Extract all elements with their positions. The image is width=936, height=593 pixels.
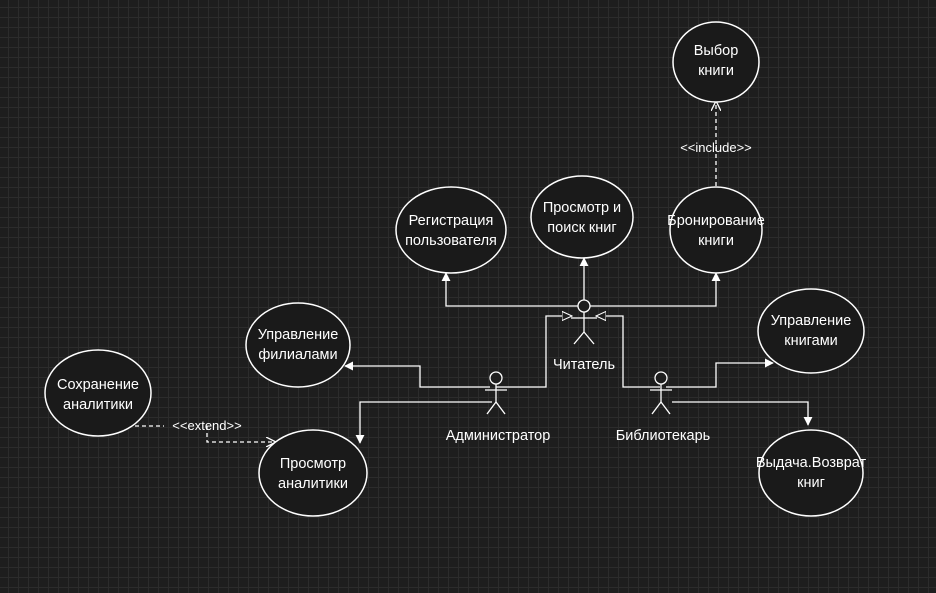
use-case-label: Управление [771,313,852,329]
use-case-label: книгами [784,333,838,349]
actor-librarian-label: Библиотекарь [616,428,710,444]
use-case-issue-return[interactable]: Выдача.Возврат книг [756,429,867,517]
use-case-label: поиск книг [547,220,616,236]
use-case-registration[interactable]: Регистрация пользователя [395,186,507,274]
use-case-label: Регистрация [409,213,494,229]
connectors [135,102,813,444]
edge-reader-registration [441,272,584,307]
generalization-librarian-reader [596,316,660,388]
use-case-label: пользователя [405,233,497,249]
use-case-manage-branches[interactable]: Управление филиалами [245,302,351,388]
use-case-label: Выдача.Возврат [756,455,867,471]
actor-head-icon [654,371,668,385]
generalization-admin-reader [496,316,572,388]
use-case-label: книги [698,233,734,249]
use-case-label: Просмотр и [543,200,621,216]
extend-label: <<extend>> [172,418,241,433]
edge-librarian-books [666,358,774,388]
edge-admin-analytics [355,401,492,444]
use-case-save-analytics[interactable]: Сохранение аналитики [44,349,152,437]
use-case-reserve[interactable]: Бронирование книги [667,186,765,274]
use-case-label: филиалами [258,347,337,363]
actor-reader-label: Читатель [553,357,615,373]
use-case-label: Бронирование [667,213,765,229]
use-case-choose-book[interactable]: Выбор книги [672,21,760,103]
use-case-label: Выбор [694,43,739,59]
use-case-label: Управление [258,327,339,343]
use-case-browse-search[interactable]: Просмотр и поиск книг [530,175,634,259]
use-case-label: книг [797,475,825,491]
use-case-manage-books[interactable]: Управление книгами [757,288,865,374]
edge-admin-branches [344,361,490,388]
include-label: <<include>> [680,140,752,155]
actor-admin[interactable] [485,371,507,415]
actor-head-icon [577,299,591,313]
use-case-label: Сохранение [57,377,139,393]
use-case-label: книги [698,63,734,79]
use-case-view-analytics[interactable]: Просмотр аналитики [258,429,368,517]
actor-head-icon [489,371,503,385]
use-case-label: аналитики [63,397,133,413]
use-case-label: Просмотр [280,456,346,472]
actor-librarian[interactable] [650,371,672,415]
use-case-label: аналитики [278,476,348,492]
actor-reader[interactable] [571,299,597,345]
edge-reader-reserve [584,272,721,307]
edge-librarian-issue [672,401,813,426]
actor-admin-label: Администратор [446,428,551,444]
extend-edge-b [206,426,275,442]
